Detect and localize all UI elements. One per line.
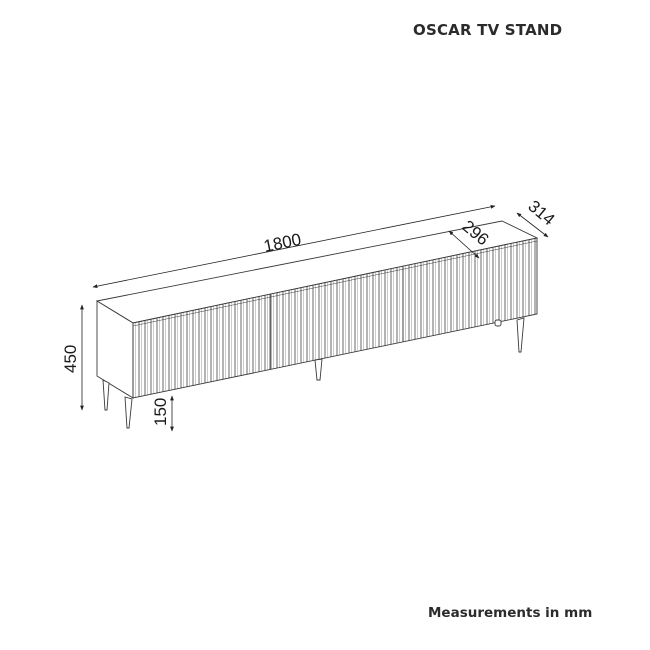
product-title: OSCAR TV STAND — [413, 21, 563, 39]
dimension-leg-height-label: 150 — [151, 398, 170, 426]
dimension-depth-outer-label: 314 — [524, 197, 558, 230]
measurement-units-note: Measurements in mm — [428, 605, 593, 621]
dimension-height-label: 450 — [61, 345, 80, 373]
legs — [102, 317, 525, 429]
dimension-height: 450 — [61, 304, 84, 411]
dimension-leg-height: 150 — [151, 395, 174, 432]
dimension-width-label: 1800 — [262, 230, 303, 256]
